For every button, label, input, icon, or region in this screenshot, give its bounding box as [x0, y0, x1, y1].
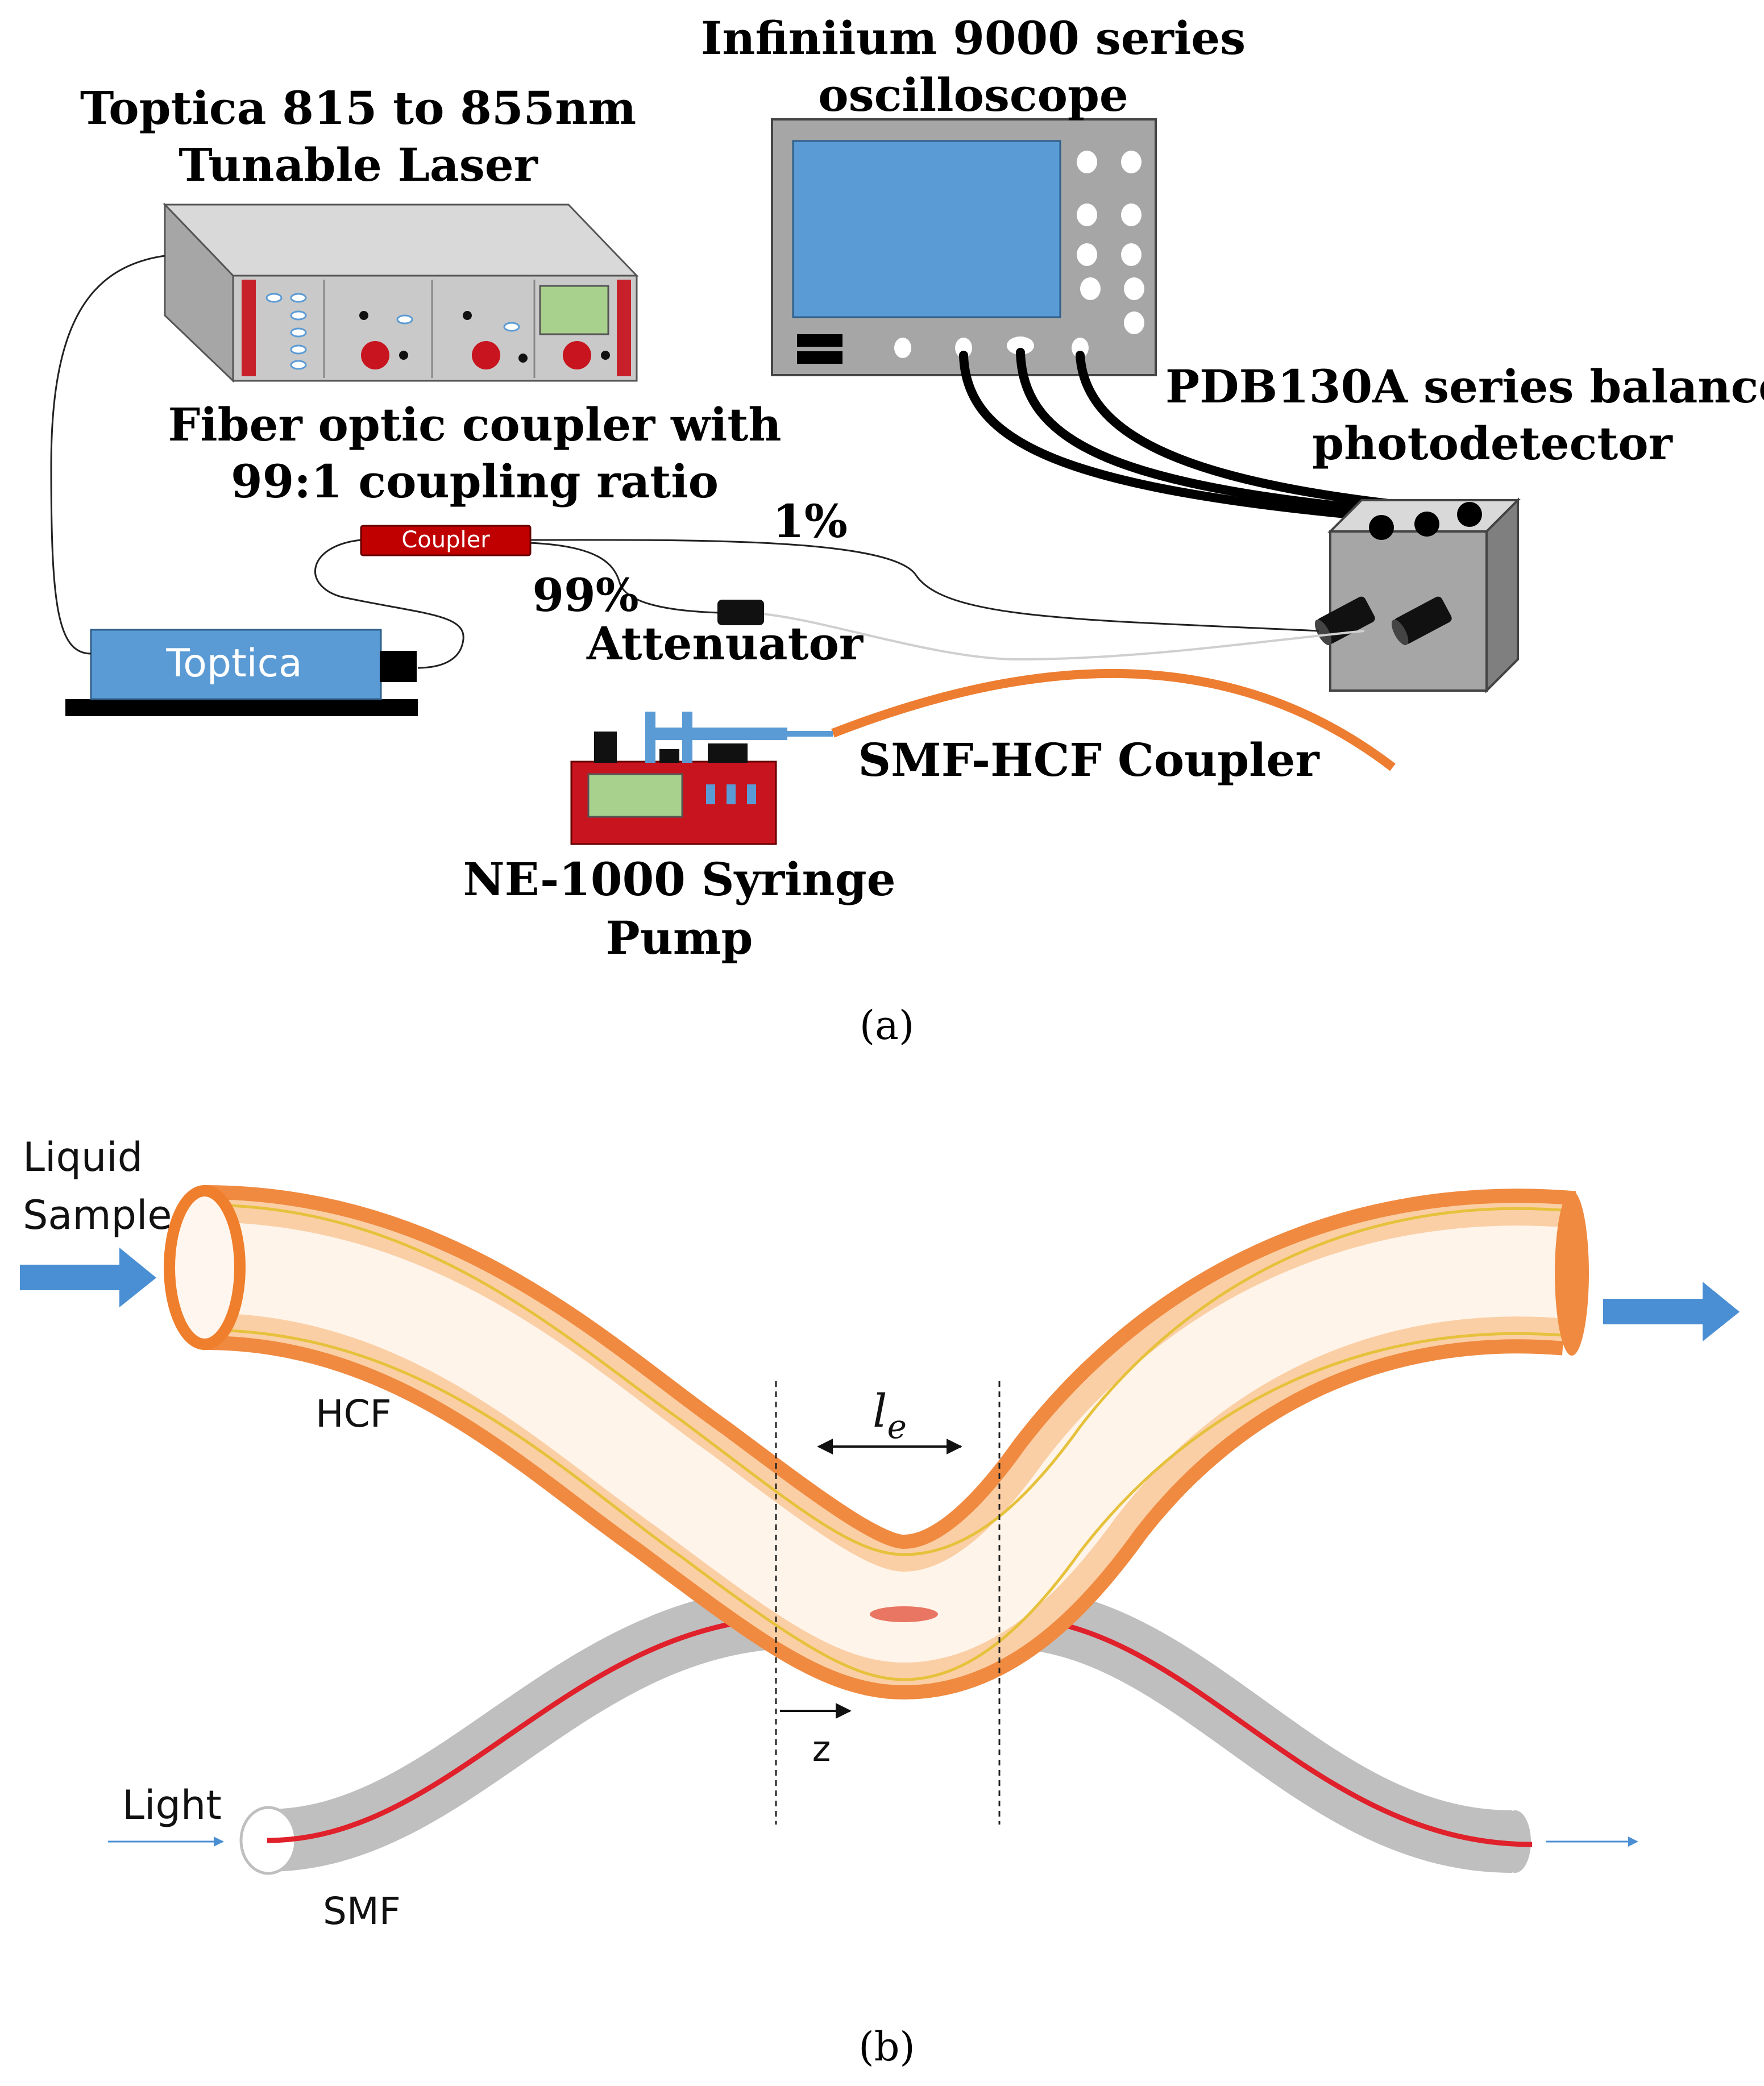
coupler-box — [360, 525, 532, 556]
light-label: Light — [122, 1782, 222, 1829]
syringe-pump — [570, 712, 833, 845]
pump-label-line1: NE-1000 Syringe — [463, 853, 895, 906]
panel-a-caption: (a) — [860, 1002, 914, 1049]
ratio-ninety-nine-percent: 99% — [532, 568, 638, 622]
coupler-box-text: Coupler — [401, 527, 490, 553]
attenuator-label: Attenuator — [586, 617, 864, 670]
attenuator-fiber — [761, 613, 1365, 661]
hcf-fiber — [164, 1185, 1589, 1700]
pump-label-line2: Pump — [606, 911, 753, 965]
photodetector-label-line1: PDB130A series balanced — [1165, 360, 1764, 413]
photodetector-label-line2: photodetector — [1312, 417, 1672, 470]
panel-b-caption: (b) — [858, 2023, 915, 2070]
ratio-one-percent: 1% — [773, 495, 848, 548]
oscilloscope — [771, 118, 1157, 376]
z-label: z — [812, 1728, 831, 1769]
coupler-fibers — [314, 539, 1319, 669]
liquid-out-arrow — [1603, 1282, 1740, 1341]
smf-hcf-label: SMF-HCF Coupler — [858, 733, 1319, 787]
photodetector — [1314, 497, 1521, 693]
tunable-laser — [163, 202, 639, 383]
hcf-label: HCF — [316, 1392, 392, 1436]
smf-label: SMF — [323, 1889, 401, 1933]
liquid-in-arrow — [20, 1248, 156, 1307]
smf-hcf-coupler-fiber — [831, 669, 1396, 771]
coupler-label-line2: 99:1 coupling ratio — [231, 455, 719, 508]
length-label: le — [873, 1385, 907, 1446]
oscilloscope-label-line1: Infiniium 9000 series — [701, 11, 1246, 65]
liquid-label-line2: Sample — [23, 1192, 172, 1239]
coupler-label-line1: Fiber optic coupler with — [168, 398, 781, 451]
laser-label-line2: Tunable Laser — [179, 138, 538, 192]
oscilloscope-label-line2: oscilloscope — [818, 68, 1128, 122]
laser-fiber — [50, 255, 165, 655]
panel-a: Toptica 815 to 855nm Tunable Laser Topti… — [50, 11, 1764, 1049]
attenuator — [717, 600, 764, 625]
toptica-box-text: Toptica — [165, 641, 302, 686]
toptica-source — [65, 629, 418, 716]
laser-label-line1: Toptica 815 to 855nm — [80, 81, 636, 135]
liquid-label-line1: Liquid — [23, 1134, 143, 1181]
panel-b: le z Liquid Sample HCF Light SMF (b) — [20, 1134, 1740, 2070]
